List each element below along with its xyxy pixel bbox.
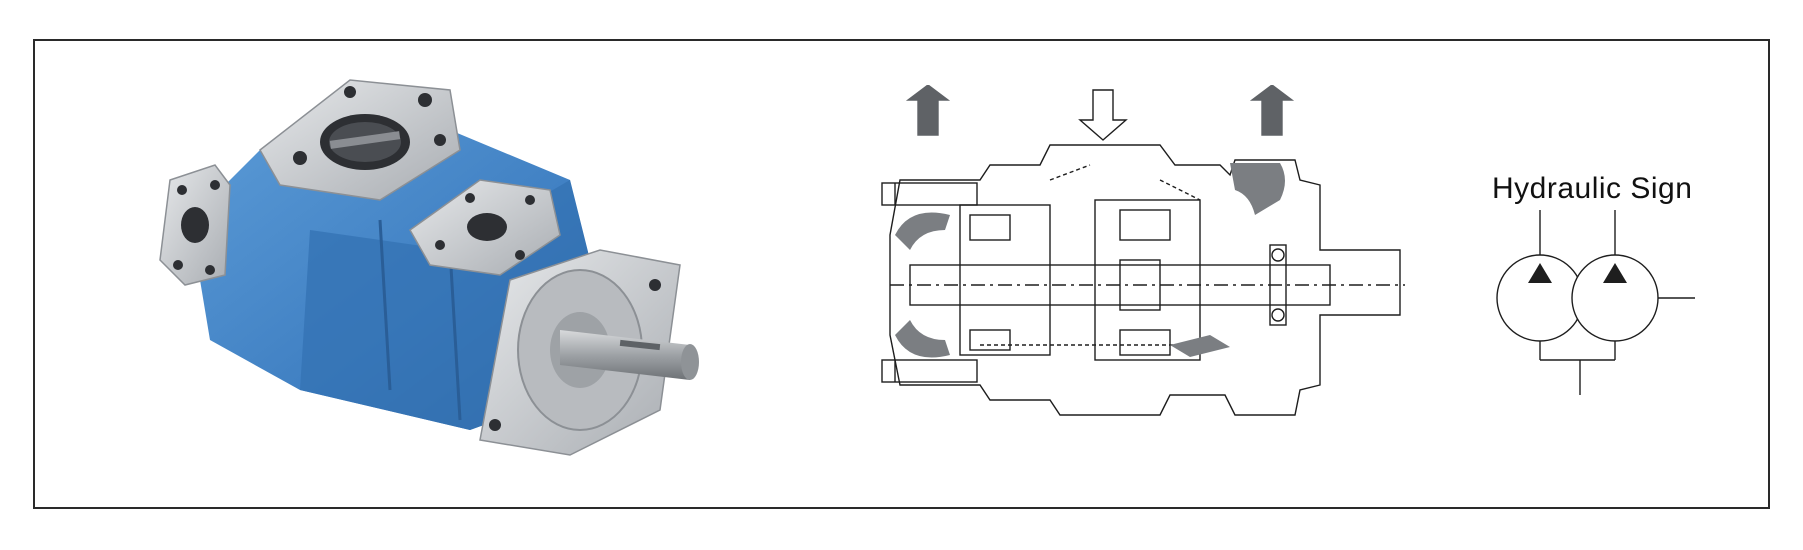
pump-cross-section	[881, 85, 1405, 416]
hydraulic-sign-label: Hydraulic Sign	[1492, 172, 1693, 205]
pump-triangle-left-icon	[1528, 263, 1552, 283]
pump-triangle-right-icon	[1603, 263, 1627, 283]
double-pump-symbol	[1496, 210, 1695, 395]
outlet-arrow-left-icon	[905, 85, 951, 136]
inlet-arrow-icon	[1078, 89, 1128, 141]
outlet-arrow-right-icon	[1249, 85, 1295, 136]
double-vane-pump-image	[159, 79, 699, 456]
